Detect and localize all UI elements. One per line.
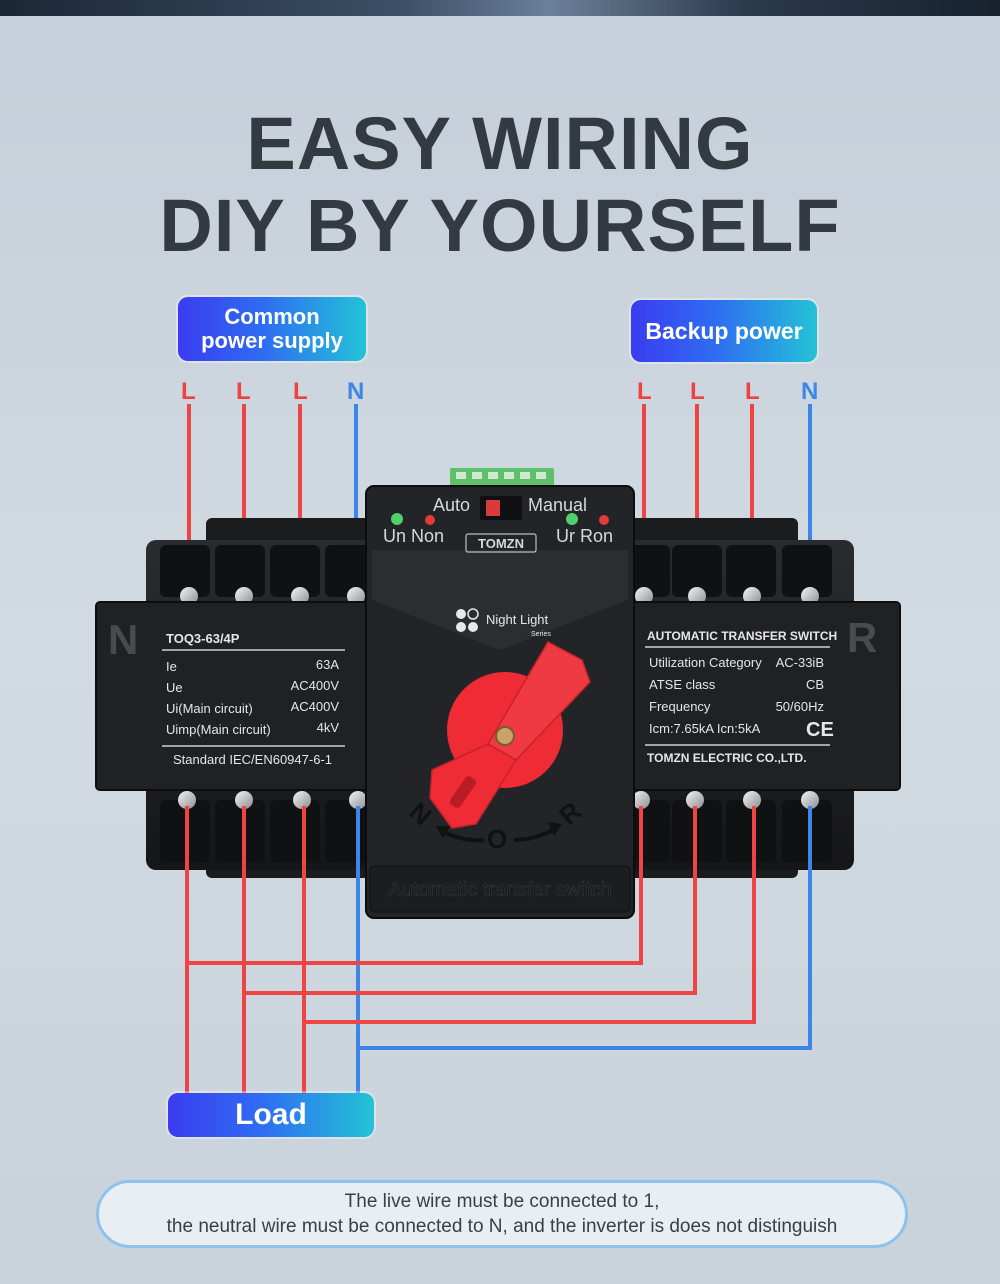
right-spec-panel: R AUTOMATIC TRANSFER SWITCH Utilization … xyxy=(627,601,901,791)
night-light-label: Night Light xyxy=(486,612,549,627)
right-panel-maker: TOMZN ELECTRIC CO.,LTD. xyxy=(647,751,807,765)
direction-arrows xyxy=(436,822,562,843)
left-spec-name-1: Ue xyxy=(166,680,183,695)
wire-label-left-l2: L xyxy=(236,378,251,405)
right-spec-name-2: Frequency xyxy=(649,699,711,714)
manual-label: Manual xyxy=(528,495,587,515)
position-o-label: O xyxy=(487,824,507,854)
right-panel-icm: Icm:7.65kA Icn:5kA xyxy=(649,721,761,736)
left-spec-panel: N TOQ3-63/4P Ie 63A Ue AC400V Ui(Main ci… xyxy=(95,601,373,791)
wire-label-left-l1: L xyxy=(181,378,196,405)
left-panel-model: TOQ3-63/4P xyxy=(166,631,240,646)
wire-label-left-l3: L xyxy=(293,378,308,405)
common-power-supply-label: Common power supply xyxy=(178,297,366,361)
load-label: Load xyxy=(168,1093,374,1137)
ron-indicator-led xyxy=(599,515,609,525)
right-panel-letter: R xyxy=(847,614,877,661)
left-spec-value-1: AC400V xyxy=(291,678,340,693)
output-wires xyxy=(185,806,812,1094)
left-spec-value-3: 4kV xyxy=(317,720,340,735)
common-power-supply-line-1: Common xyxy=(224,304,320,329)
bridge-wire-n xyxy=(358,806,812,1050)
left-spec-value-0: 63A xyxy=(316,657,339,672)
right-panel-title: AUTOMATIC TRANSFER SWITCH xyxy=(647,629,837,643)
series-label: Series xyxy=(531,631,551,638)
wire-label-right-l3: L xyxy=(745,378,760,405)
rotary-handle[interactable] xyxy=(429,641,591,829)
ur-indicator-led xyxy=(566,513,578,525)
auto-label: Auto xyxy=(433,495,470,515)
un-indicator-led xyxy=(391,513,403,525)
heading-line-2: DIY BY YOURSELF xyxy=(159,184,841,267)
wiring-note-box: The live wire must be connected to 1, th… xyxy=(96,1180,908,1248)
left-spec-name-0: Ie xyxy=(166,659,177,674)
top-banner-strip xyxy=(0,0,1000,16)
left-spec-name-2: Ui(Main circuit) xyxy=(166,701,253,716)
ur-ron-label: Ur Ron xyxy=(556,526,613,546)
wire-label-right-l2: L xyxy=(690,378,705,405)
left-spec-name-3: Uimp(Main circuit) xyxy=(166,722,271,737)
ce-mark: CE xyxy=(806,719,834,741)
wire-label-left-n: N xyxy=(347,378,365,405)
wiring-note-line-2: the neutral wire must be connected to N,… xyxy=(166,1216,838,1237)
backup-power-label: Backup power xyxy=(631,300,817,362)
left-spec-value-2: AC400V xyxy=(291,699,340,714)
bridge-wire-l3 xyxy=(304,806,756,1024)
top-terminal-screws xyxy=(180,587,819,605)
left-panel-standard: Standard IEC/EN60947-6-1 xyxy=(173,752,332,767)
brand-logo-text: TOMZN xyxy=(478,536,524,551)
wire-label-right-l1: L xyxy=(637,378,652,405)
wiring-note-line-1: The live wire must be connected to 1, xyxy=(344,1191,660,1212)
right-spec-value-0: AC-33iB xyxy=(776,655,824,670)
device-footer-label: Automatic transfer switch xyxy=(388,879,611,901)
left-panel-letter: N xyxy=(108,616,138,663)
right-spec-name-0: Utilization Category xyxy=(649,655,762,670)
center-control-module: Auto Manual Un Non Ur Ron TOMZN Night Li… xyxy=(365,485,635,919)
non-indicator-led xyxy=(425,515,435,525)
right-spec-value-2: 50/60Hz xyxy=(776,699,824,714)
common-power-supply-line-2: power supply xyxy=(201,328,343,353)
wire-label-right-n: N xyxy=(801,378,819,405)
bridge-wire-l1 xyxy=(187,806,643,965)
bridge-wire-l2 xyxy=(244,806,697,995)
un-non-label: Un Non xyxy=(383,526,444,546)
bottom-terminal-screws xyxy=(178,791,819,809)
right-spec-value-1: CB xyxy=(806,677,824,692)
heading-line-1: EASY WIRING xyxy=(246,102,754,185)
night-light-logo-icon xyxy=(456,608,479,632)
right-spec-name-1: ATSE class xyxy=(649,677,716,692)
